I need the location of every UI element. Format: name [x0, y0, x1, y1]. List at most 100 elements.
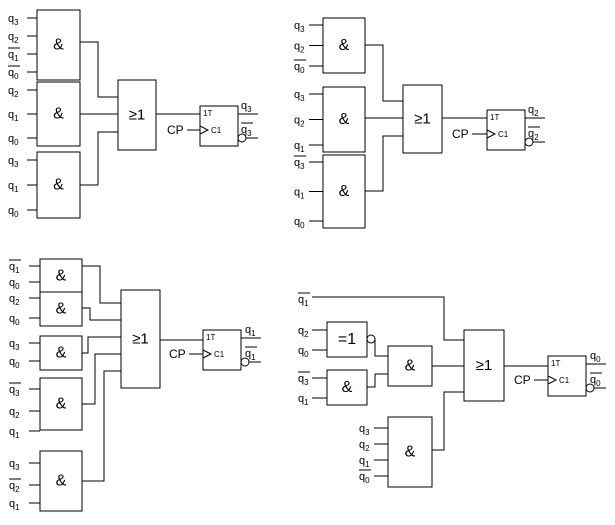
- gate-wire: [82, 307, 121, 321]
- t-flipflop: [199, 105, 239, 147]
- input-label: q3: [8, 13, 19, 27]
- qbar-output-label: q2: [528, 128, 539, 142]
- clock-triangle: [486, 129, 497, 139]
- and-gate: [39, 291, 83, 327]
- and-gate-symbol: &: [56, 473, 67, 490]
- input-label: q1: [298, 393, 309, 407]
- and-gate: [39, 377, 83, 431]
- qbar-output-label: q0: [590, 374, 601, 388]
- or-gate-symbol: ≥1: [129, 107, 146, 124]
- and-gate-symbol: &: [53, 106, 64, 123]
- t-input-label: 1T: [490, 113, 499, 122]
- input-label: q3: [9, 384, 20, 398]
- and-gate-symbol: &: [405, 358, 416, 375]
- qbar-output-label: q1: [245, 348, 256, 362]
- and-gate: [39, 258, 83, 294]
- clock-input-label: C1: [214, 350, 225, 359]
- and-gate: [39, 335, 83, 371]
- input-label: q1: [8, 49, 19, 63]
- input-label: q1: [9, 498, 20, 512]
- input-label: q3: [9, 458, 20, 472]
- input-label: q1: [298, 294, 309, 308]
- input-label: q2: [294, 115, 305, 129]
- input-label: q0: [8, 67, 19, 81]
- and-gate-symbol: &: [339, 183, 350, 200]
- q-output-label: q1: [245, 324, 256, 338]
- q-output-label: q2: [528, 104, 539, 118]
- and-gate: [36, 151, 81, 219]
- and-gate-symbol: &: [405, 444, 416, 461]
- or-gate: [463, 329, 505, 402]
- input-label: q3: [8, 155, 19, 169]
- input-label: q1: [8, 109, 19, 123]
- clock-signal-label: CP: [514, 373, 531, 387]
- clock-input-label: C1: [498, 130, 509, 139]
- input-label: q3: [359, 423, 370, 437]
- input-label: q0: [359, 471, 370, 485]
- input-label: q0: [298, 345, 309, 359]
- or-gate: [402, 84, 443, 154]
- clock-triangle: [547, 375, 558, 385]
- and-gate: [322, 86, 366, 153]
- and-gate-symbol: &: [339, 37, 350, 54]
- t-flipflop: [202, 329, 242, 371]
- gate-wire: [365, 135, 403, 192]
- input-label: q1: [359, 455, 370, 469]
- or-gate: [117, 79, 157, 151]
- clock-triangle: [199, 125, 210, 135]
- t-flipflop: [486, 109, 526, 151]
- and-gate-symbol: &: [53, 177, 64, 194]
- input-label: q2: [9, 480, 20, 494]
- gate-wire: [432, 391, 464, 451]
- t-input-label: 1T: [203, 109, 212, 118]
- gate-wire: [82, 265, 121, 304]
- input-label: q2: [294, 41, 305, 55]
- clock-input-label: C1: [211, 126, 222, 135]
- and-gate: [387, 345, 433, 387]
- input-label: q2: [298, 325, 309, 339]
- gate-wire: [365, 44, 403, 102]
- t-flipflop: [547, 355, 587, 397]
- inversion-bubble: [366, 334, 376, 344]
- xor-gate: [326, 321, 368, 358]
- input-label: q0: [8, 133, 19, 147]
- q-output-label: q3: [241, 100, 252, 114]
- and-gate: [322, 154, 366, 229]
- and-gate-symbol: &: [342, 379, 353, 396]
- clock-signal-label: CP: [167, 123, 184, 137]
- input-label: q1: [8, 180, 19, 194]
- t-input-label: 1T: [551, 359, 560, 368]
- gate-wire: [367, 373, 388, 388]
- or-gate-symbol: ≥1: [414, 111, 431, 128]
- input-label: q2: [9, 293, 20, 307]
- input-label: q3: [294, 157, 305, 171]
- input-wire: [312, 296, 464, 341]
- or-gate-symbol: ≥1: [132, 331, 149, 348]
- input-label: q3: [294, 89, 305, 103]
- clock-triangle: [202, 349, 213, 359]
- q-output-label: q0: [590, 350, 601, 364]
- input-label: q3: [294, 20, 305, 34]
- and-gate-symbol: &: [56, 396, 67, 413]
- gate-wire: [82, 370, 121, 482]
- gate-wire: [82, 336, 121, 354]
- input-label: q0: [294, 61, 305, 75]
- xor-gate-symbol: =1: [338, 331, 356, 348]
- input-label: q0: [9, 356, 20, 370]
- and-gate: [387, 416, 433, 488]
- input-label: q1: [294, 187, 305, 201]
- input-label: q2: [359, 439, 370, 453]
- t-input-label: 1T: [206, 333, 215, 342]
- qbar-output-label: q3: [241, 124, 252, 138]
- gate-wire: [82, 353, 121, 405]
- gate-wire: [80, 41, 118, 98]
- clock-signal-label: CP: [452, 127, 469, 141]
- or-gate-symbol: ≥1: [476, 357, 493, 374]
- and-gate: [326, 369, 368, 406]
- and-gate-symbol: &: [339, 111, 350, 128]
- gate-wire: [80, 131, 118, 186]
- and-gate-symbol: &: [53, 37, 64, 54]
- input-label: q0: [294, 216, 305, 230]
- and-gate-symbol: &: [56, 301, 67, 318]
